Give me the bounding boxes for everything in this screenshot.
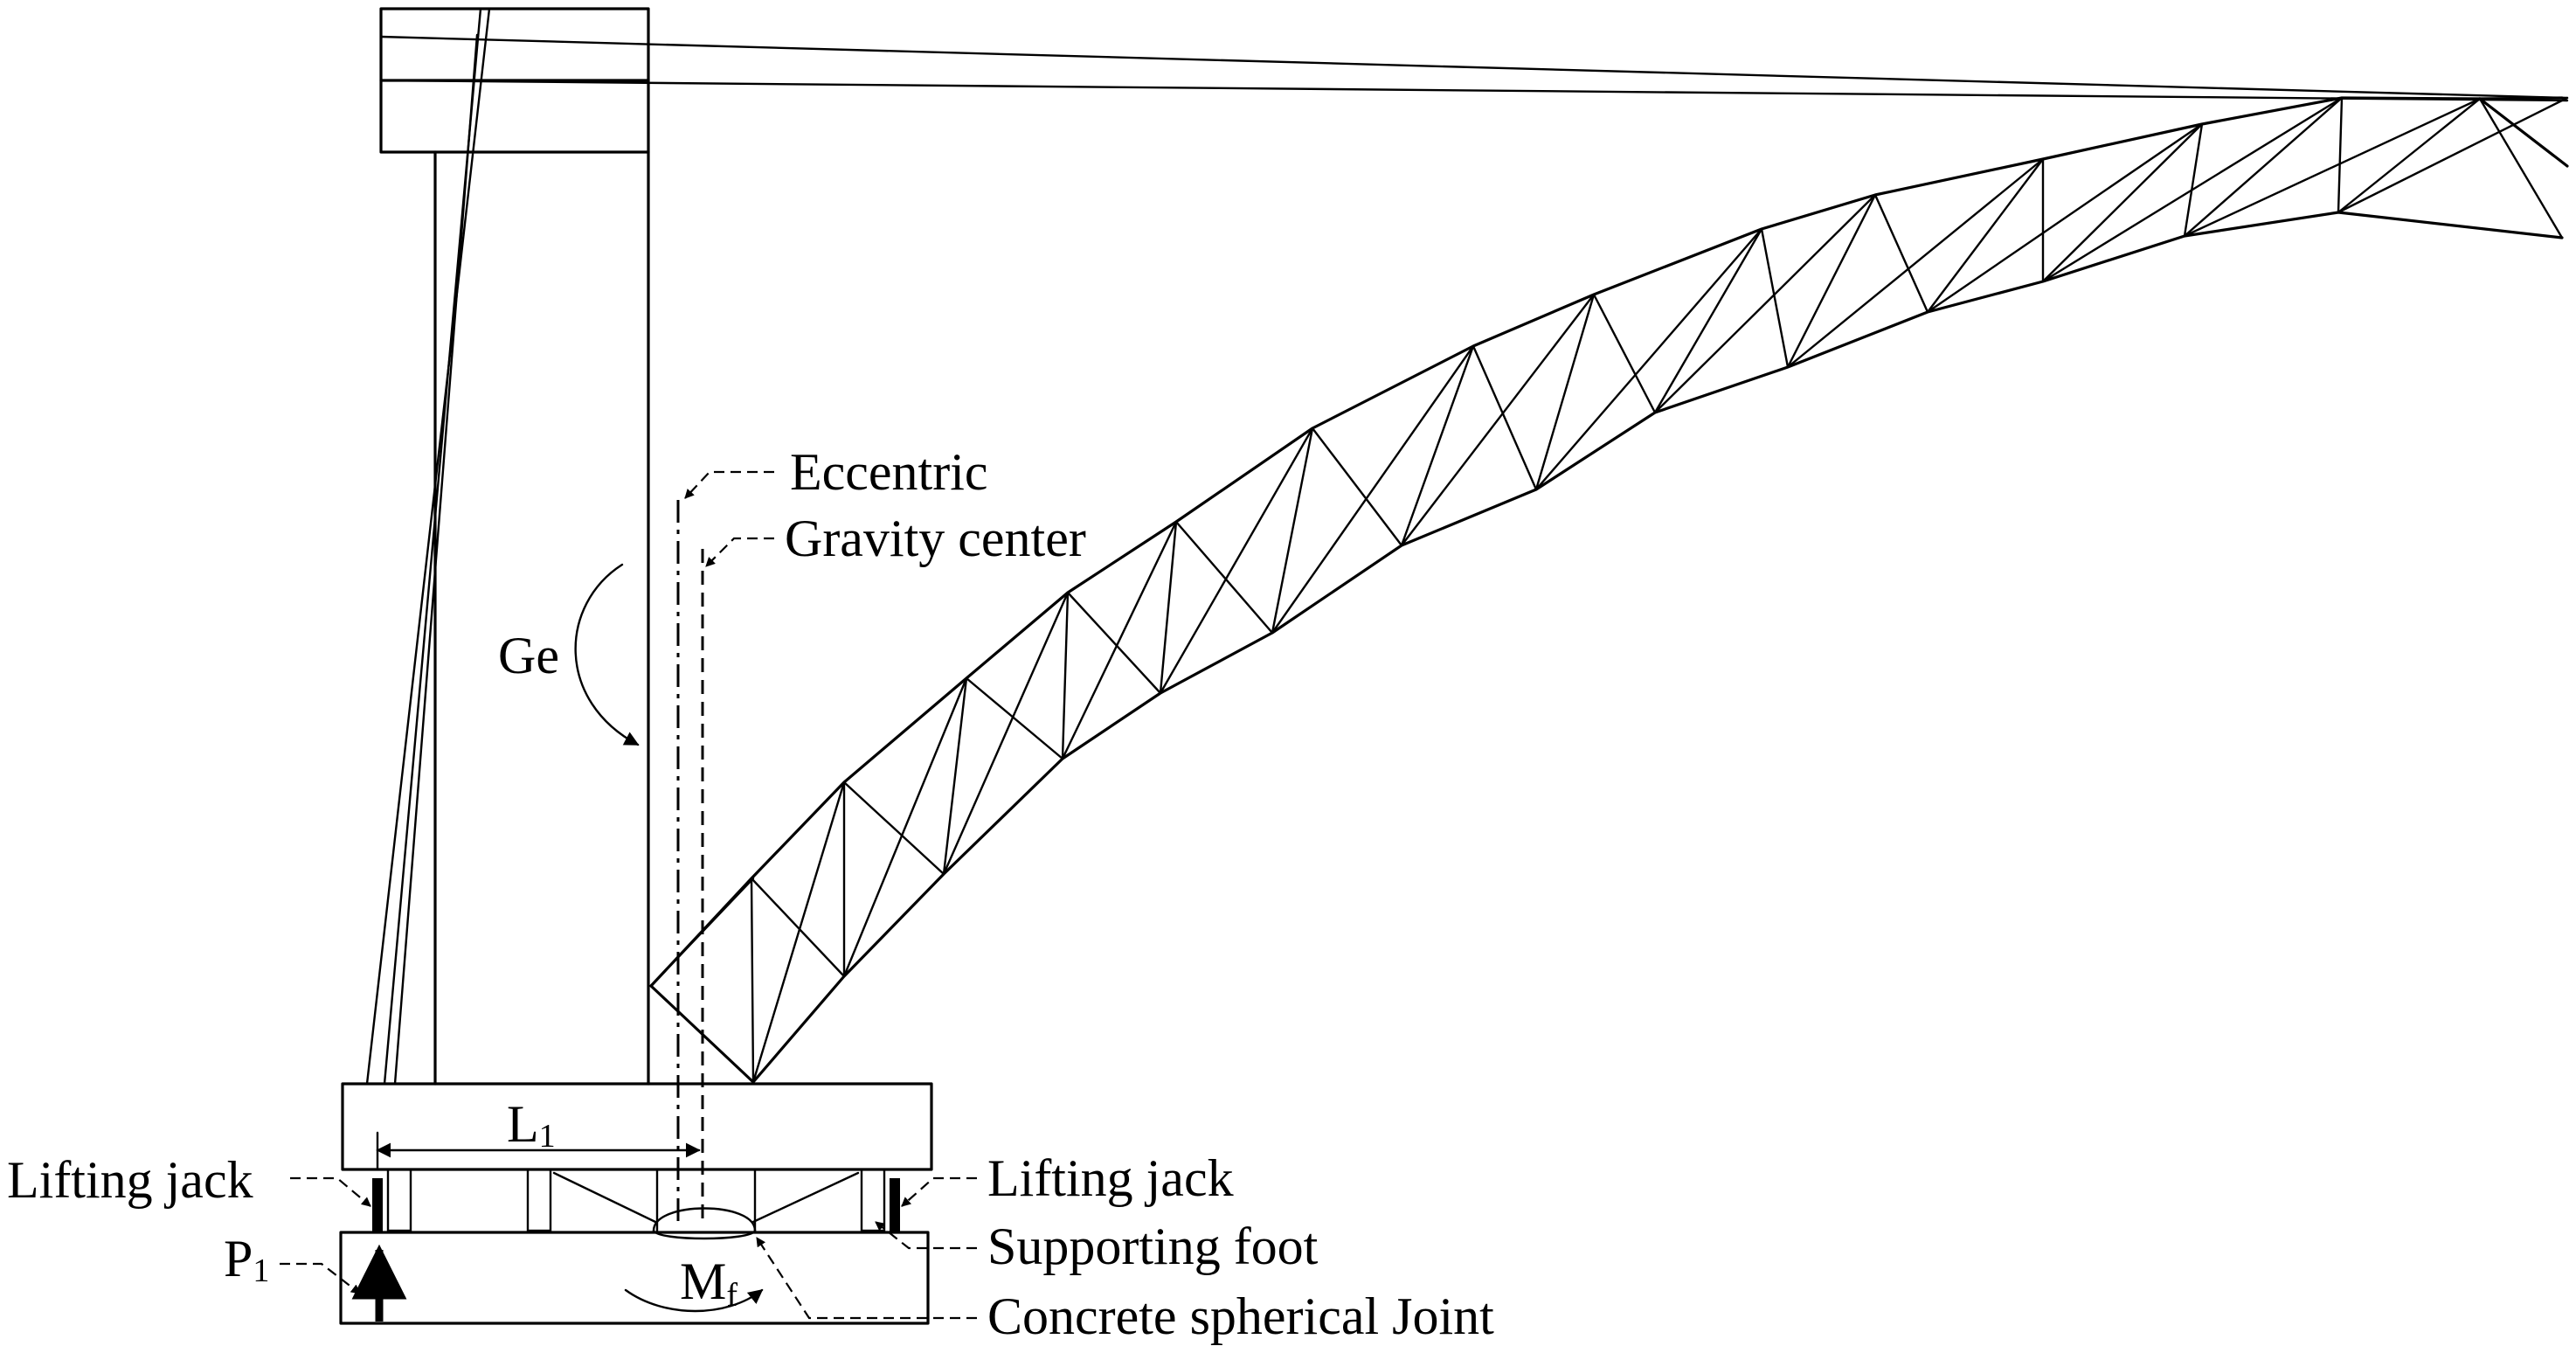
ge-label: Ge	[498, 627, 559, 684]
eccentric-label: Eccentric	[790, 443, 988, 501]
lifting-jack-left-leader	[290, 1176, 371, 1207]
upper-turntable	[341, 1082, 933, 1171]
lower-foundation	[339, 1231, 930, 1325]
mf-subscript: f	[726, 1277, 737, 1314]
p1-subscript: 1	[253, 1252, 269, 1289]
p1-main: P	[224, 1230, 253, 1287]
eccentric-leader	[684, 470, 774, 499]
ge-rotation-arrow	[574, 563, 640, 746]
gravity-center-leader	[705, 537, 774, 567]
p1-leader	[280, 1262, 361, 1294]
lifting-jack-right-label: Lifting jack	[987, 1149, 1234, 1207]
l1-label: L1	[507, 1095, 556, 1155]
stay-cables	[365, 7, 2569, 1086]
l1-main: L	[507, 1095, 539, 1153]
lifting-jack-left-body	[372, 1178, 383, 1232]
truss-arch	[649, 96, 2569, 1084]
lifting-jack-left-label: Lifting jack	[7, 1151, 253, 1209]
lifting-jack-right-body	[890, 1178, 900, 1232]
mf-main: M	[680, 1252, 726, 1310]
concrete-joint-leader	[756, 1237, 977, 1320]
concrete-joint-label: Concrete spherical Joint	[987, 1287, 1494, 1345]
mf-rotation-arrow	[624, 1288, 764, 1313]
truss-verticals	[750, 96, 2482, 1084]
supporting-feet	[386, 1168, 886, 1234]
pylon-tower	[379, 7, 650, 1086]
truss-diagonals	[649, 96, 2569, 1084]
lifting-jack-right-leader	[901, 1176, 977, 1207]
spherical-joint	[652, 1207, 757, 1240]
p1-label: P1	[224, 1230, 269, 1289]
gravity-center-label: Gravity center	[785, 510, 1086, 567]
supporting-foot-leader	[875, 1221, 977, 1250]
supporting-foot-label: Supporting foot	[987, 1218, 1319, 1275]
mf-label: Mf	[680, 1252, 737, 1314]
l1-subscript: 1	[539, 1118, 556, 1155]
